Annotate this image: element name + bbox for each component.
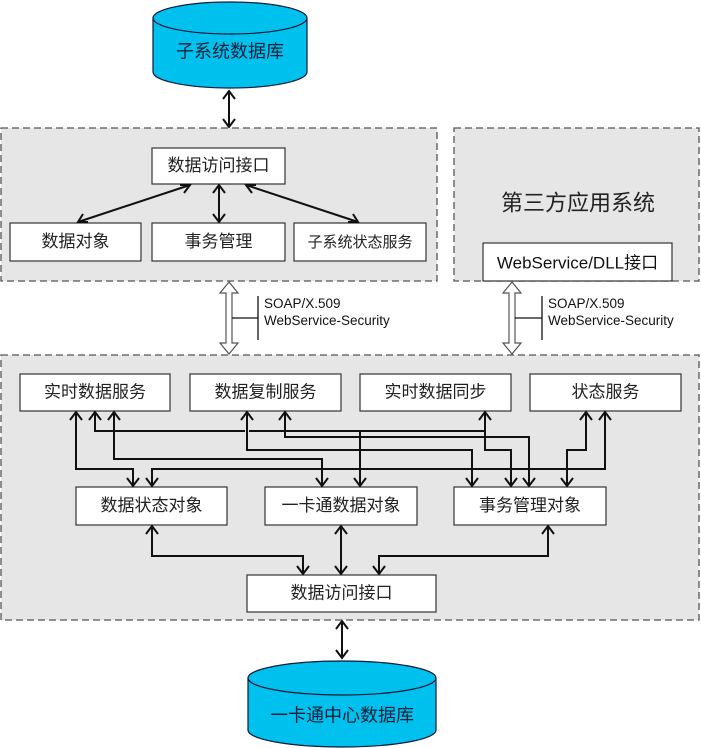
object-card-data[interactable]: 一卡通数据对象 bbox=[264, 486, 418, 526]
service-data-replication[interactable]: 数据复制服务 bbox=[189, 373, 342, 412]
subsystem-access-interface[interactable]: 数据访问接口 bbox=[151, 147, 286, 185]
object-label: 事务管理对象 bbox=[479, 496, 581, 516]
center-database[interactable]: 一卡通中心数据库 bbox=[247, 660, 437, 748]
service-status[interactable]: 状态服务 bbox=[529, 373, 682, 412]
object-label: 数据状态对象 bbox=[101, 496, 203, 516]
subsystem-access-interface-label: 数据访问接口 bbox=[168, 156, 270, 176]
third-party-title: 第三方应用系统 bbox=[501, 192, 655, 217]
module-label: 数据对象 bbox=[42, 232, 110, 252]
subsystem-module-status-service[interactable]: 子系统状态服务 bbox=[293, 222, 427, 262]
protocol-note-line2: WebService-Security bbox=[264, 313, 390, 328]
object-transaction[interactable]: 事务管理对象 bbox=[453, 486, 607, 526]
subsystem-module-data-object[interactable]: 数据对象 bbox=[9, 222, 142, 262]
subsystem-module-transaction[interactable]: 事务管理 bbox=[151, 222, 286, 262]
service-label: 实时数据服务 bbox=[44, 383, 146, 403]
protocol-note-left: SOAP/X.509 WebService-Security bbox=[232, 296, 390, 340]
module-label: 事务管理 bbox=[185, 232, 253, 252]
hollow-arrow-right bbox=[501, 281, 523, 355]
subsystem-internal-arrows bbox=[76, 183, 360, 224]
protocol-note-right: SOAP/X.509 WebService-Security bbox=[515, 296, 674, 340]
center-access-interface[interactable]: 数据访问接口 bbox=[246, 574, 437, 613]
subsystem-database-top bbox=[152, 1, 308, 35]
object-label: 一卡通数据对象 bbox=[282, 496, 401, 516]
object-data-status[interactable]: 数据状态对象 bbox=[75, 486, 228, 526]
module-label: 子系统状态服务 bbox=[307, 233, 412, 251]
service-object-connectors bbox=[69, 410, 612, 488]
subsystem-database-body bbox=[152, 18, 308, 89]
center-access-interface-label: 数据访问接口 bbox=[291, 584, 393, 604]
third-party-interface-label: WebService/DLL接口 bbox=[497, 254, 658, 273]
arrow-db-to-subsystem bbox=[222, 89, 236, 129]
center-database-body bbox=[247, 678, 437, 748]
protocol-note-line1: SOAP/X.509 bbox=[264, 296, 341, 311]
protocol-note-line2: WebService-Security bbox=[548, 313, 674, 328]
service-label: 状态服务 bbox=[572, 383, 640, 403]
hollow-arrow-left bbox=[218, 281, 240, 355]
center-database-top bbox=[247, 660, 437, 696]
service-realtime-data[interactable]: 实时数据服务 bbox=[19, 373, 171, 412]
object-interface-connectors bbox=[145, 524, 555, 576]
subsystem-database[interactable]: 子系统数据库 bbox=[152, 1, 308, 89]
third-party-interface[interactable]: WebService/DLL接口 bbox=[482, 242, 673, 282]
service-realtime-sync[interactable]: 实时数据同步 bbox=[359, 373, 512, 412]
subsystem-database-label: 子系统数据库 bbox=[176, 42, 284, 63]
center-database-label: 一卡通中心数据库 bbox=[270, 706, 414, 727]
service-label: 数据复制服务 bbox=[215, 383, 317, 403]
arrow-interface-to-center-db bbox=[335, 619, 349, 660]
protocol-note-line1: SOAP/X.509 bbox=[548, 296, 625, 311]
service-label: 实时数据同步 bbox=[385, 383, 487, 403]
